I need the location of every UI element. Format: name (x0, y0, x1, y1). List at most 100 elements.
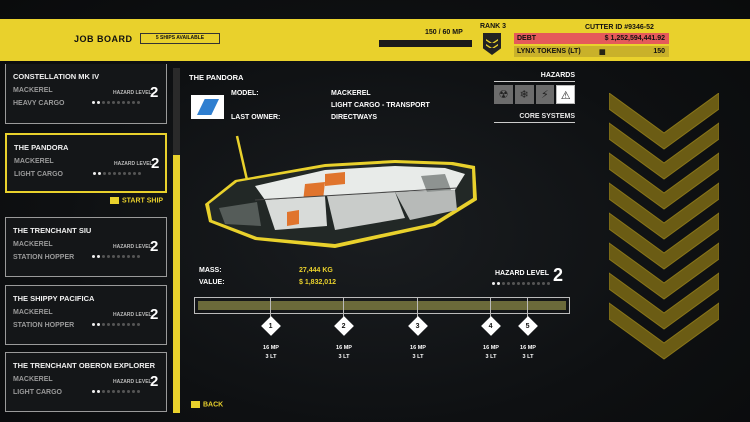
snowflake-icon[interactable]: ❄ (514, 85, 534, 104)
company-logo (191, 95, 224, 119)
warning-icon[interactable]: ⚠ (556, 85, 576, 104)
ship-name: THE PANDORA (14, 143, 69, 152)
mass-value: 27,444 KG (299, 267, 333, 274)
detail-title: THE PANDORA (189, 73, 244, 82)
ship-card[interactable]: THE TRENCHANT SIU MACKEREL STATION HOPPE… (5, 217, 167, 277)
hazard-label: HAZARD LEVEL (113, 379, 152, 385)
owner-label: LAST OWNER: (231, 114, 281, 121)
ship-illustration (205, 135, 477, 248)
route-progress-bar (194, 297, 570, 314)
mp-text: 150 / 60 MP (425, 29, 463, 36)
debt-row: DEBT $ 1,252,594,441.92 (514, 33, 669, 44)
hazard-number: 2 (150, 373, 159, 390)
ship-card[interactable]: CONSTELLATION MK IV MACKEREL HEAVY CARGO… (5, 64, 167, 124)
stop-marker-icon: 3 (408, 316, 428, 336)
ship-name: THE SHIPPY PACIFICA (13, 294, 95, 303)
hazard-dots (92, 323, 140, 326)
mass-label: MASS: (199, 267, 222, 274)
list-scrollbar-thumb[interactable] (173, 155, 180, 413)
ship-model: MACKEREL (13, 376, 53, 383)
stop-mp: 16 MP (483, 345, 499, 351)
tokens-label: LYNX TOKENS (LT) (517, 48, 581, 55)
hazard-number: 2 (150, 238, 159, 255)
start-ship-button[interactable]: START SHIP (110, 197, 163, 204)
hazard-level-dots (492, 282, 550, 285)
chevron-decoration (609, 93, 719, 360)
route-stop[interactable]: 2 16 MP 3 LT (324, 297, 364, 360)
start-ship-label: START SHIP (122, 197, 164, 205)
stop-lt: 3 LT (412, 354, 424, 360)
hazard-dots (92, 101, 140, 104)
route-stop[interactable]: 5 16 MP 3 LT (508, 297, 548, 360)
stop-mp: 16 MP (336, 345, 352, 351)
stop-marker-icon: 1 (261, 316, 281, 336)
model-value: MACKEREL (331, 90, 371, 97)
ship-type: HEAVY CARGO (13, 100, 65, 107)
stop-lt: 3 LT (265, 354, 277, 360)
hazards-title: HAZARDS (494, 72, 575, 82)
hazards-panel: HAZARDS ☢ ❄ ⚡ ⚠ (494, 72, 576, 104)
rank-icon (483, 33, 501, 55)
ship-model: MACKEREL (14, 158, 54, 165)
ship-card[interactable]: THE TRENCHANT OBERON EXPLORER MACKEREL L… (5, 352, 167, 412)
key-prompt-icon (191, 401, 200, 408)
lightning-icon[interactable]: ⚡ (535, 85, 555, 104)
cutter-id: CUTTER ID #9346-52 (585, 24, 654, 31)
hazard-dots (92, 255, 140, 258)
ship-type: STATION HOPPER (13, 254, 75, 261)
model-subtype: LIGHT CARGO - TRANSPORT (331, 102, 430, 109)
hazard-dots (93, 172, 141, 175)
hazard-label: HAZARD LEVEL (113, 244, 152, 250)
stop-lt: 3 LT (485, 354, 497, 360)
owner-value: DIRECTWAYS (331, 114, 378, 121)
mp-bar (379, 40, 472, 47)
rank-text: RANK 3 (480, 23, 507, 30)
ship-name: THE TRENCHANT SIU (13, 226, 92, 235)
hazard-label: HAZARD LEVEL (114, 161, 153, 167)
stop-lt: 3 LT (338, 354, 350, 360)
hazard-level-number: 2 (553, 265, 564, 285)
route-stop[interactable]: 1 16 MP 3 LT (251, 297, 291, 360)
debt-label: DEBT (517, 35, 537, 42)
hazard-level-label: HAZARD LEVEL (495, 270, 550, 277)
ship-model: MACKEREL (13, 241, 53, 248)
hazard-label: HAZARD LEVEL (113, 312, 152, 318)
hazard-dots (92, 390, 140, 393)
debt-value: $ 1,252,594,441.92 (604, 35, 665, 42)
token-icon: ▦ (599, 49, 606, 56)
tokens-value: 150 (653, 48, 665, 55)
stop-lt: 3 LT (522, 354, 534, 360)
ship-card[interactable]: THE SHIPPY PACIFICA MACKEREL STATION HOP… (5, 285, 167, 345)
route-stop[interactable]: 3 16 MP 3 LT (398, 297, 438, 360)
back-label: BACK (203, 401, 224, 409)
stop-marker-icon: 4 (481, 316, 501, 336)
ship-type: STATION HOPPER (13, 322, 75, 329)
ship-name: THE TRENCHANT OBERON EXPLORER (13, 361, 156, 370)
page-title: JOB BOARD (74, 34, 133, 44)
hazard-label: HAZARD LEVEL (113, 90, 152, 96)
hazard-number: 2 (150, 306, 159, 323)
ship-name: CONSTELLATION MK IV (13, 72, 100, 81)
stop-mp: 16 MP (263, 345, 279, 351)
route-stop[interactable]: 4 16 MP 3 LT (471, 297, 511, 360)
stop-mp: 16 MP (410, 345, 426, 351)
model-label: MODEL: (231, 90, 259, 97)
key-prompt-icon (110, 197, 119, 204)
stop-marker-icon: 5 (518, 316, 538, 336)
ship-type: LIGHT CARGO (14, 171, 63, 178)
back-button[interactable]: BACK (191, 401, 223, 408)
ship-model: MACKEREL (13, 87, 53, 94)
ship-card-selected[interactable]: THE PANDORA MACKEREL LIGHT CARGO HAZARD … (5, 133, 167, 193)
stop-marker-icon: 2 (334, 316, 354, 336)
ship-type: LIGHT CARGO (13, 389, 62, 396)
ships-available-badge: 5 SHIPS AVAILABLE (140, 33, 220, 44)
hazard-number: 2 (151, 155, 160, 172)
radiation-icon[interactable]: ☢ (494, 85, 513, 104)
tokens-row: LYNX TOKENS (LT) ▦ 150 (514, 46, 669, 57)
hazard-number: 2 (150, 84, 159, 101)
core-systems-tab[interactable]: CORE SYSTEMS (494, 113, 575, 123)
value-value: $ 1,832,012 (299, 279, 336, 286)
ship-model: MACKEREL (13, 309, 53, 316)
stop-mp: 16 MP (520, 345, 536, 351)
value-label: VALUE: (199, 279, 225, 286)
